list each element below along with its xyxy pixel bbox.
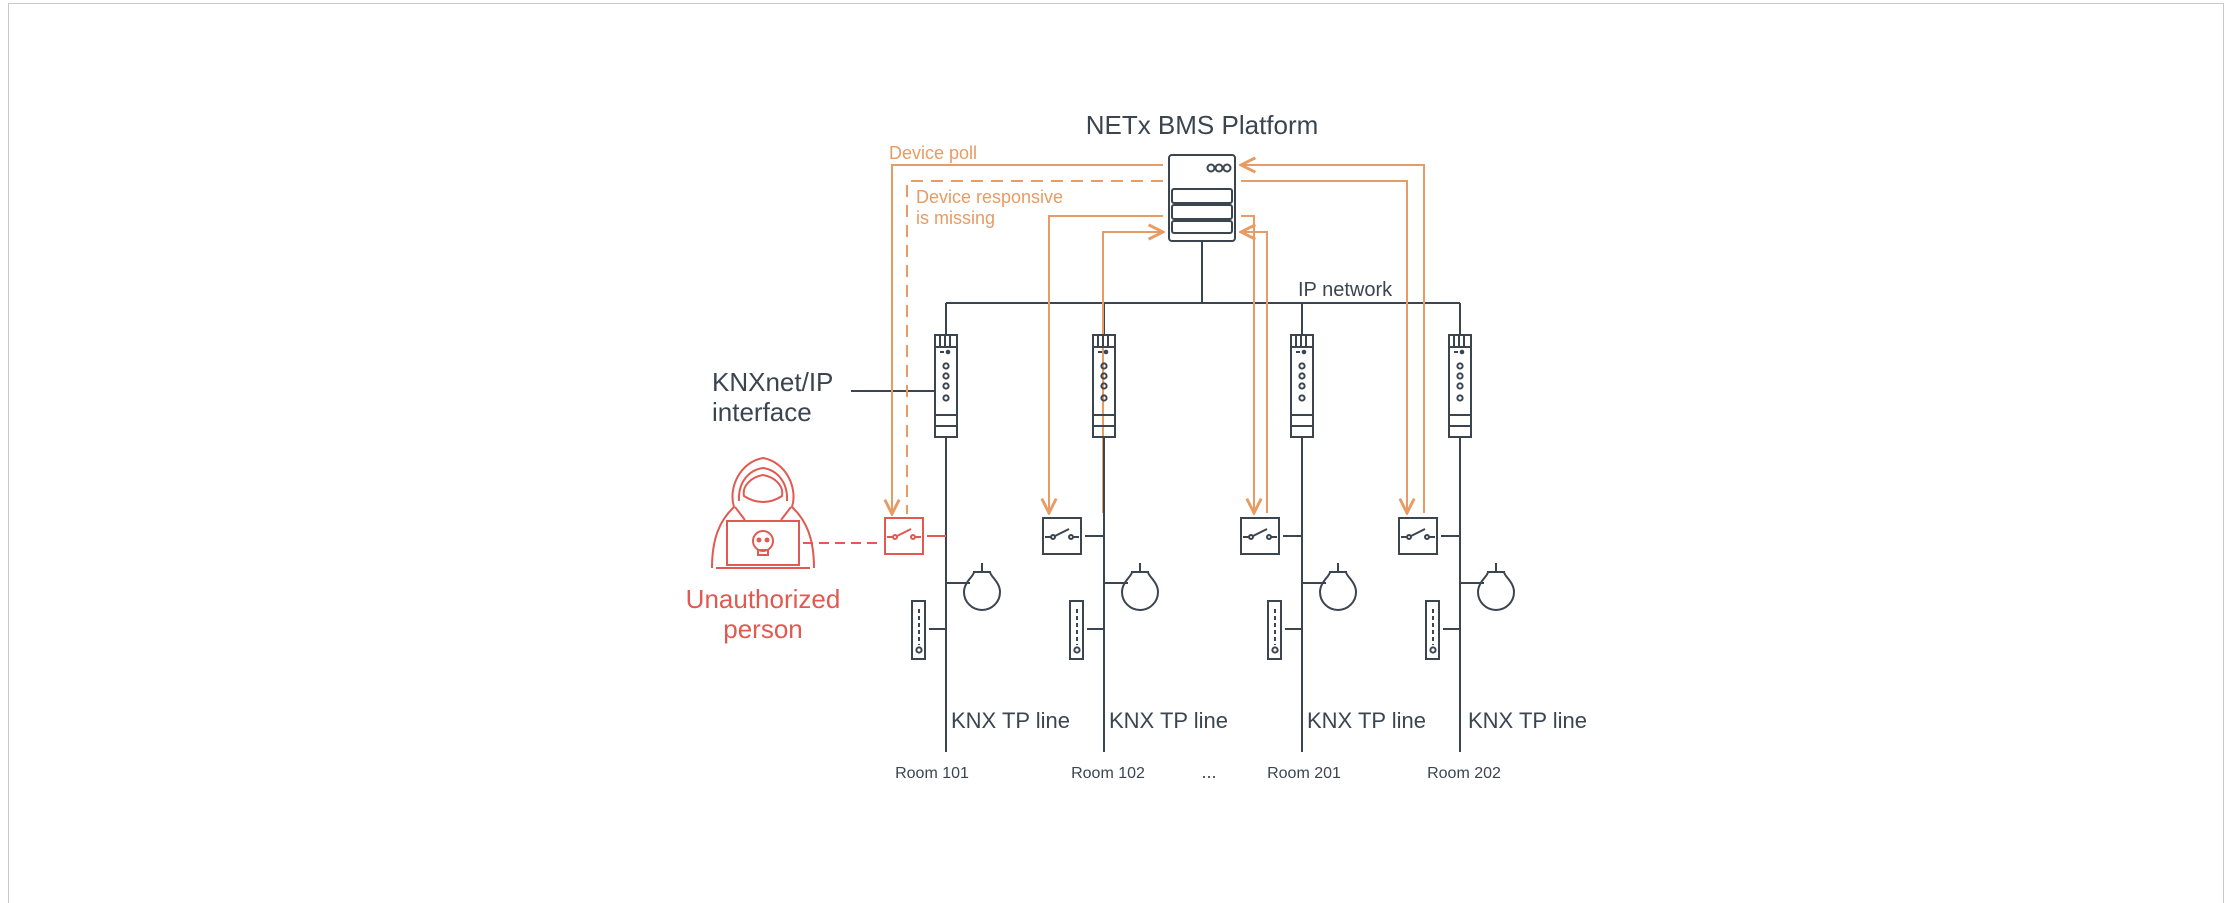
more-rooms-ellipsis: ... bbox=[1201, 762, 1216, 782]
switch-actuator-icon bbox=[1042, 517, 1104, 555]
device-poll-traffic bbox=[892, 165, 1425, 514]
knx-column-room-102: KNX TP line Room 102 bbox=[1042, 334, 1228, 782]
lightbulb-icon bbox=[1104, 563, 1160, 611]
knx-tp-line-label: KNX TP line bbox=[1307, 708, 1426, 733]
attacker-label-line1: Unauthorized bbox=[686, 584, 841, 614]
lightbulb-icon bbox=[1302, 563, 1358, 611]
lightbulb-icon bbox=[946, 563, 1002, 611]
switch-actuator-icon bbox=[1240, 517, 1302, 555]
knx-column-room-201: KNX TP line Room 201 bbox=[1240, 334, 1426, 782]
bms-server-icon bbox=[1168, 154, 1236, 242]
thermostat-icon bbox=[1069, 600, 1104, 660]
thermostat-icon bbox=[1267, 600, 1302, 660]
device-poll-label: Device poll bbox=[889, 143, 977, 163]
knxnet-ip-interface-icon bbox=[934, 334, 958, 438]
attacker-label-line2: person bbox=[723, 614, 803, 644]
knx-column-room-202: KNX TP line Room 202 bbox=[1398, 334, 1587, 782]
knxnet-ip-interface-icon bbox=[1290, 334, 1314, 438]
knx-tp-line-label: KNX TP line bbox=[951, 708, 1070, 733]
knxnet-ip-interface-icon bbox=[1448, 334, 1472, 438]
interface-label-line1: KNXnet/IP bbox=[712, 367, 833, 397]
thermostat-icon bbox=[1425, 600, 1460, 660]
room-label: Room 102 bbox=[1071, 765, 1145, 782]
diagram-frame bbox=[8, 3, 2224, 903]
switch-actuator-icon bbox=[884, 517, 946, 555]
ip-network-label: IP network bbox=[1298, 279, 1393, 301]
knxnet-ip-interface-icon bbox=[1092, 334, 1116, 438]
platform-title: NETx BMS Platform bbox=[1086, 110, 1319, 140]
interface-label-line2: interface bbox=[712, 397, 812, 427]
lightbulb-icon bbox=[1460, 563, 1516, 611]
room-label: Room 201 bbox=[1267, 765, 1341, 782]
knx-tp-line-label: KNX TP line bbox=[1109, 708, 1228, 733]
thermostat-icon bbox=[911, 600, 946, 660]
hacker-icon bbox=[711, 456, 815, 569]
knx-column-room-101: KNX TP line Room 101 bbox=[884, 334, 1070, 782]
missing-response-label-line1: Device responsive bbox=[916, 187, 1063, 207]
knx-tp-line-label: KNX TP line bbox=[1468, 708, 1587, 733]
room-label: Room 202 bbox=[1427, 765, 1501, 782]
missing-response-label-line2: is missing bbox=[916, 208, 995, 228]
switch-actuator-icon bbox=[1398, 517, 1460, 555]
skull-icon bbox=[752, 530, 774, 556]
room-label: Room 101 bbox=[895, 765, 969, 782]
